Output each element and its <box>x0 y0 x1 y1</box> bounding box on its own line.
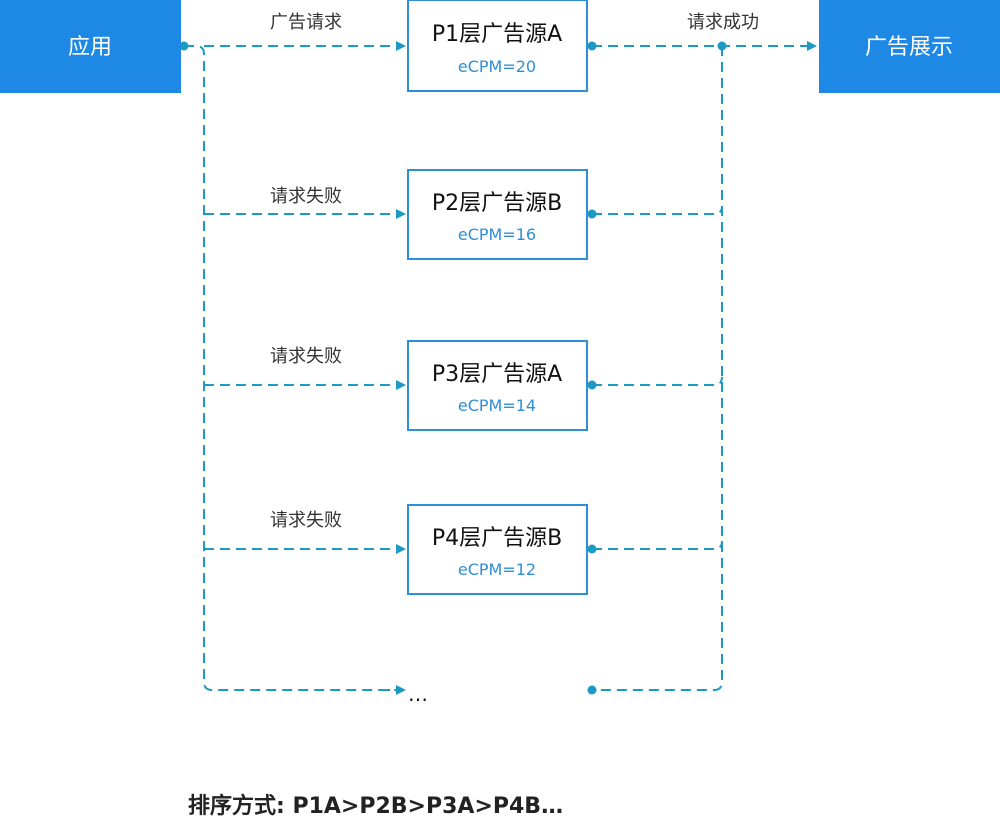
display-block: 广告展示 <box>819 0 1000 93</box>
return-line-p2 <box>592 205 723 215</box>
source-ecpm: eCPM=12 <box>458 560 536 579</box>
more-ellipsis: … <box>408 682 428 706</box>
source-box-1: P1层广告源A eCPM=20 <box>407 0 588 92</box>
return-line-p4 <box>592 540 723 550</box>
sort-order-caption: 排序方式: P1A>P2B>P3A>P4B… <box>188 793 563 819</box>
app-label: 应用 <box>68 35 112 60</box>
p2-out-dot <box>587 209 597 219</box>
source-ecpm: eCPM=16 <box>458 225 536 244</box>
p3-out-dot <box>587 380 597 390</box>
display-label: 广告展示 <box>865 35 953 60</box>
junction-dot <box>717 41 727 51</box>
app-dot <box>179 41 189 51</box>
source-ecpm: eCPM=20 <box>458 57 536 76</box>
source-box-3: P3层广告源A eCPM=14 <box>407 340 588 431</box>
fail-label-3: 请求失败 <box>270 346 342 367</box>
request-label: 广告请求 <box>270 12 342 33</box>
source-title: P3层广告源A <box>432 362 562 387</box>
p4-out-dot <box>587 544 597 554</box>
left-trunk-line <box>184 45 404 691</box>
source-box-4: P4层广告源B eCPM=12 <box>407 504 588 595</box>
source-title: P4层广告源B <box>432 526 562 551</box>
right-trunk-line <box>592 46 723 691</box>
return-line-p3 <box>592 376 723 386</box>
source-title: P2层广告源B <box>432 191 562 216</box>
app-block: 应用 <box>0 0 181 93</box>
more-out-dot <box>587 685 597 695</box>
source-title: P1层广告源A <box>432 22 562 47</box>
p1-out-dot <box>587 41 597 51</box>
fail-label-2: 请求失败 <box>270 186 342 207</box>
success-label: 请求成功 <box>687 12 759 33</box>
fail-label-4: 请求失败 <box>270 510 342 531</box>
source-box-2: P2层广告源B eCPM=16 <box>407 169 588 260</box>
connector-lines <box>179 41 817 695</box>
source-ecpm: eCPM=14 <box>458 396 536 415</box>
